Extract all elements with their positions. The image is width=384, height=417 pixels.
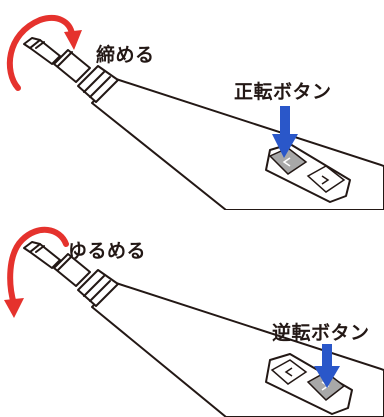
tighten-panel: 締める 正転ボタン xyxy=(6,14,384,210)
reverse-button-label: 逆転ボタン xyxy=(272,322,370,344)
forward-button-chevron-icon xyxy=(284,367,293,377)
curved-arrow-icon xyxy=(4,227,69,318)
reverse-button-chevron-icon xyxy=(321,175,330,185)
down-arrow-icon xyxy=(272,106,298,158)
curved-arrow-icon xyxy=(6,14,82,91)
loosen-label: ゆるめる xyxy=(68,240,147,262)
tighten-illustration xyxy=(6,14,384,210)
bit-tip xyxy=(23,241,41,253)
forward-button-label: 正転ボタン xyxy=(234,81,332,103)
forward-button-chevron-icon xyxy=(282,157,291,167)
bit-tip xyxy=(23,37,41,49)
loosen-panel: ゆるめる 逆転ボタン xyxy=(0,210,384,417)
tighten-label: 締める xyxy=(96,44,155,66)
loosen-illustration xyxy=(4,227,384,417)
forward-button xyxy=(270,359,308,385)
bit-holder xyxy=(53,49,91,83)
bit-holder xyxy=(53,253,91,287)
down-arrow-icon xyxy=(314,344,340,388)
